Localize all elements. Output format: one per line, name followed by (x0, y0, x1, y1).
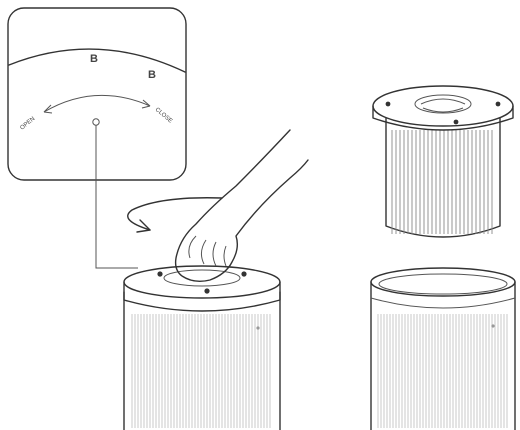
lid-top (124, 266, 280, 298)
lid-marker-dot (241, 271, 246, 276)
lid-marker-dot (157, 271, 162, 276)
lid-detail-inset: B B OPEN CLOSE (8, 8, 186, 180)
inset-frame (8, 8, 186, 180)
filter-handle-ring (415, 95, 471, 113)
open-label: OPEN (19, 116, 36, 132)
leader-line (96, 125, 138, 268)
open-housing-top (371, 268, 515, 296)
marker-left-label: B (90, 53, 98, 65)
intake-mesh (132, 314, 270, 428)
filter-cartridge (373, 86, 513, 237)
twist-arrow (128, 198, 222, 230)
close-label: CLOSE (154, 107, 173, 125)
rotation-arrow (44, 95, 150, 112)
hand-icon (176, 130, 308, 281)
filter-handle-bar (421, 99, 465, 104)
purifier-left (124, 266, 280, 430)
marker-right-label: B (148, 69, 156, 81)
status-light (491, 324, 494, 327)
intake-mesh (378, 314, 507, 428)
lid-marker-dot (204, 288, 209, 293)
lid-opening (164, 270, 240, 286)
status-light (256, 326, 259, 329)
arrowhead-left-icon (44, 105, 52, 113)
filter-cap (373, 86, 513, 126)
filter-pleats (392, 130, 492, 234)
open-housing-inner (379, 274, 507, 294)
pivot-point (93, 119, 99, 125)
purifier-right (371, 268, 515, 430)
